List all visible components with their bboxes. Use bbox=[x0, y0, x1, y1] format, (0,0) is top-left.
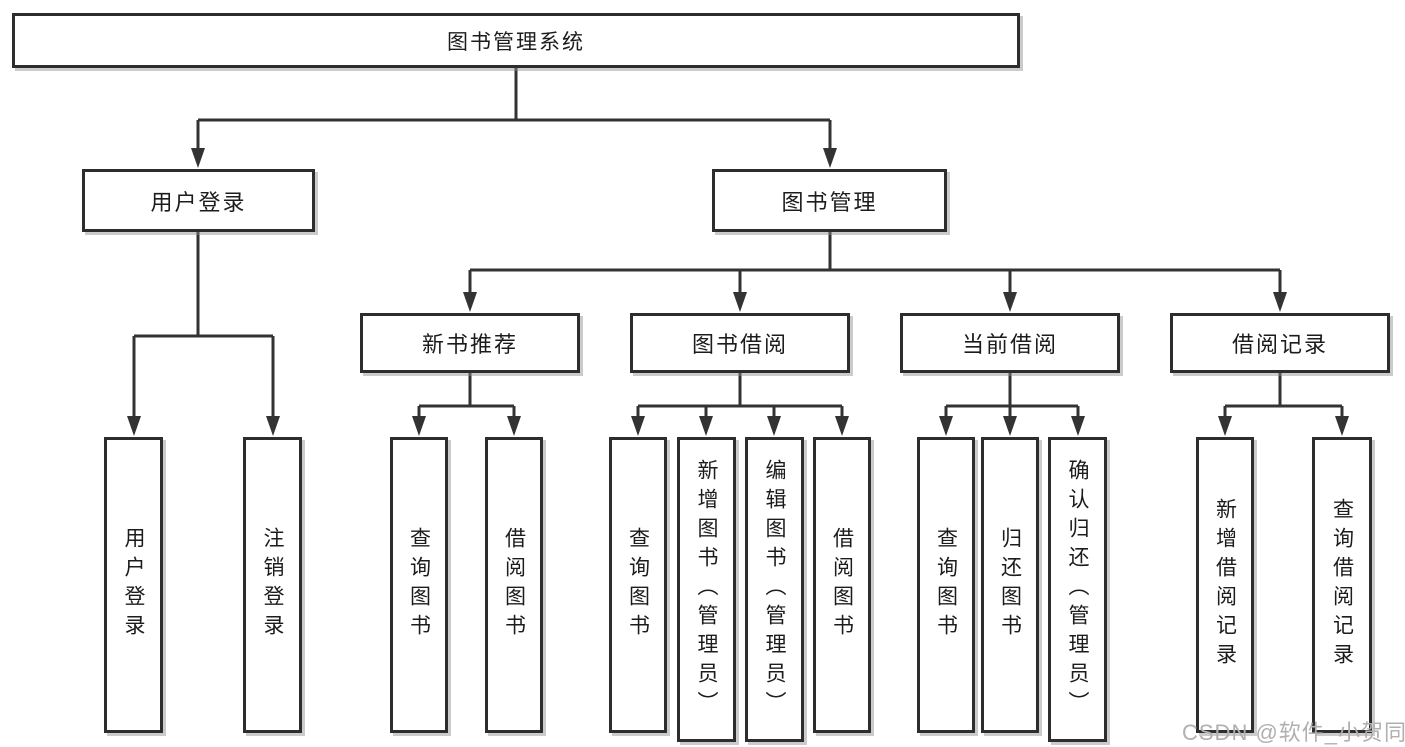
node-edit-book-admin: 编辑图书（管理员） bbox=[745, 437, 804, 742]
csdn-watermark: CSDN @软件_小贺同学 bbox=[1182, 720, 1405, 745]
connector-records-children bbox=[1223, 373, 1344, 418]
connector-root-to-level2 bbox=[196, 68, 832, 150]
node-current-query-book: 查询图书 bbox=[917, 437, 975, 733]
node-recommend-borrow-book: 借阅图书 bbox=[485, 437, 543, 733]
node-return-book: 归还图书 bbox=[981, 437, 1039, 733]
arrowheads bbox=[127, 148, 1349, 436]
node-recommend-query-book: 查询图书 bbox=[390, 437, 448, 733]
connector-book-mgmt-to-level3 bbox=[468, 232, 1282, 294]
node-root-system: 图书管理系统 bbox=[12, 13, 1020, 68]
node-confirm-return-admin: 确认归还（管理员） bbox=[1048, 437, 1107, 742]
connector-borrow-children bbox=[636, 373, 844, 418]
connector-user-login-children bbox=[132, 232, 275, 418]
node-borrow-query-book: 查询图书 bbox=[609, 437, 667, 733]
node-add-book-admin: 新增图书（管理员） bbox=[677, 437, 736, 742]
connector-current-children bbox=[944, 373, 1080, 418]
node-new-book-recommend: 新书推荐 bbox=[360, 313, 580, 373]
node-current-borrow: 当前借阅 bbox=[900, 313, 1120, 373]
node-book-borrow: 图书借阅 bbox=[630, 313, 850, 373]
node-logout-action: 注销登录 bbox=[243, 437, 302, 733]
node-user-login-action: 用户登录 bbox=[104, 437, 163, 733]
node-user-login-branch: 用户登录 bbox=[82, 169, 315, 232]
node-add-borrow-record: 新增借阅记录 bbox=[1196, 437, 1254, 733]
node-query-borrow-record: 查询借阅记录 bbox=[1312, 437, 1372, 733]
connector-recommend-children bbox=[417, 373, 516, 418]
node-book-management-branch: 图书管理 bbox=[712, 169, 947, 232]
node-borrow-book-action: 借阅图书 bbox=[813, 437, 871, 733]
node-borrow-records: 借阅记录 bbox=[1170, 313, 1390, 373]
